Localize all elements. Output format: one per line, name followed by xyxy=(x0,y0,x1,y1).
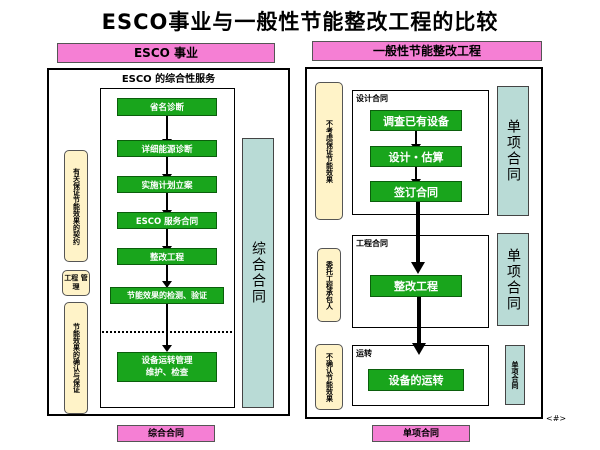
step-esco-contract: ESCO 服务合同 xyxy=(117,212,217,229)
arrow-down-icon xyxy=(412,343,426,355)
page-title: ESCO事业与一般性节能整改工程的比较 xyxy=(101,10,499,34)
step-plan: 实施计划立案 xyxy=(117,176,217,193)
step-sign-contract: 签订合同 xyxy=(370,181,462,202)
step-verification: 节能效果的检测、验证 xyxy=(110,287,224,304)
page-number: <#> xyxy=(546,414,567,423)
arrow-down-icon xyxy=(411,262,425,274)
note-contract-guarantee: 有关保证节能效果的契约 xyxy=(64,150,88,262)
operation-label: 运转 xyxy=(356,349,372,358)
step-equipment-operation: 设备的运转 xyxy=(368,369,464,391)
construction-contract-label: 工程合同 xyxy=(356,239,388,248)
right-header: 一般性节能整改工程 xyxy=(312,41,542,61)
step-operation: 设备运转管理 维护、检查 xyxy=(117,352,217,382)
note-contractor: 委托工程承包人 xyxy=(317,248,341,322)
single-contract-construction: 单项合同 xyxy=(497,233,529,326)
note-confirm-guarantee: 节能效果的确认与保证 xyxy=(64,302,88,414)
note-project-management: 工程 管理 xyxy=(62,270,90,296)
arrow-down-icon xyxy=(162,345,172,352)
right-footer: 单项合同 xyxy=(372,425,470,442)
single-contract-design: 单项合同 xyxy=(497,86,529,216)
esco-subtitle: ESCO 的综合性服务 xyxy=(121,74,216,85)
arrow-down-icon xyxy=(162,281,172,288)
step-renovation-right: 整改工程 xyxy=(370,275,462,297)
step-detailed-diagnosis: 详细能源诊断 xyxy=(117,140,217,157)
step-survey-equipment: 调查已有设备 xyxy=(370,110,462,131)
left-footer: 综合合同 xyxy=(117,425,215,442)
step-preliminary-diagnosis: 省名诊断 xyxy=(117,98,217,116)
design-contract-label: 设计合同 xyxy=(356,94,388,103)
comprehensive-contract: 综合合同 xyxy=(242,138,274,408)
divider xyxy=(102,331,232,333)
step-renovation: 整改工程 xyxy=(117,248,217,265)
step-design-estimate: 设计・估算 xyxy=(370,146,462,167)
single-contract-operation: 单项合同 xyxy=(505,345,525,405)
note-no-guarantee: 不考虑保证节能效果 xyxy=(315,82,343,220)
note-no-confirmation: 不确认节能效果 xyxy=(315,344,343,410)
left-header: ESCO 事业 xyxy=(57,43,275,63)
